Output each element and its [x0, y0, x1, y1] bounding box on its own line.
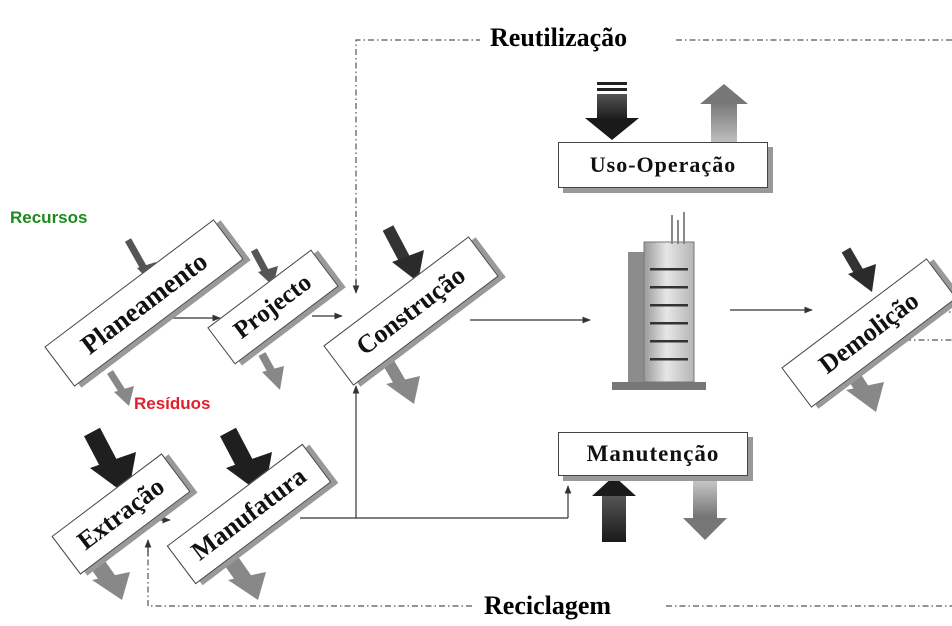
- residuos-arrow: [107, 370, 134, 406]
- recursos-label: Recursos: [10, 208, 88, 227]
- uso-operacao-input-arrow: [585, 82, 639, 140]
- residuos-label: Resíduos: [134, 394, 211, 413]
- demolicao-input-arrow: [841, 247, 876, 292]
- uso-operacao-box: Uso-Operação: [558, 142, 768, 188]
- reutilizacao-label: Reutilização: [480, 18, 638, 58]
- uso-operacao-output-arrow: [700, 84, 748, 148]
- reciclagem-loop-line: [147, 311, 952, 607]
- manutencao-label: Manutenção: [586, 441, 720, 466]
- manutencao-box: Manutenção: [558, 432, 748, 476]
- building-illustration: [612, 212, 706, 390]
- construcao-output-arrow: [382, 358, 420, 404]
- manutencao-input-arrow: [592, 476, 636, 542]
- extracao-output-arrow: [89, 557, 130, 600]
- manufatura-output-arrow: [225, 557, 266, 600]
- reutilizacao-loop-line: [355, 39, 952, 290]
- reciclagem-label: Reciclagem: [474, 586, 622, 626]
- projecto-output-arrow: [258, 352, 284, 390]
- construcao-input-arrow: [381, 218, 424, 282]
- uso-operacao-label: Uso-Operação: [589, 152, 737, 177]
- manutencao-output-arrow: [683, 474, 727, 540]
- flow-connectors: [130, 306, 813, 524]
